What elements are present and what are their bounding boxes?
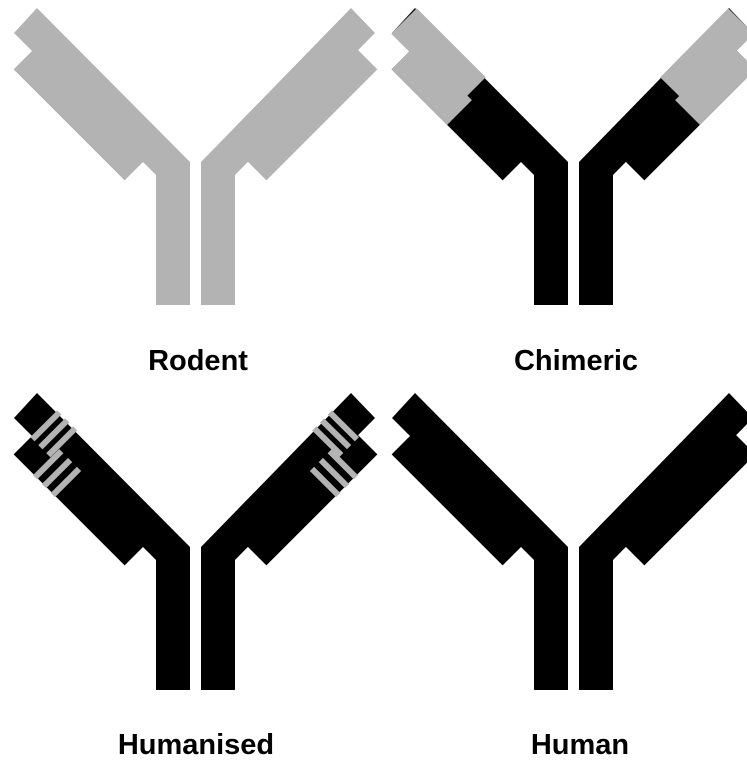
human-antibody [392, 393, 747, 690]
humanised-antibody [14, 393, 378, 690]
chimeric-label: Chimeric [514, 345, 638, 377]
rodent-label: Rodent [148, 345, 248, 377]
human-label: Human [531, 729, 629, 760]
humanised-label: Humanised [118, 729, 274, 760]
rodent-antibody [14, 8, 378, 305]
chimeric-antibody [391, 8, 747, 305]
